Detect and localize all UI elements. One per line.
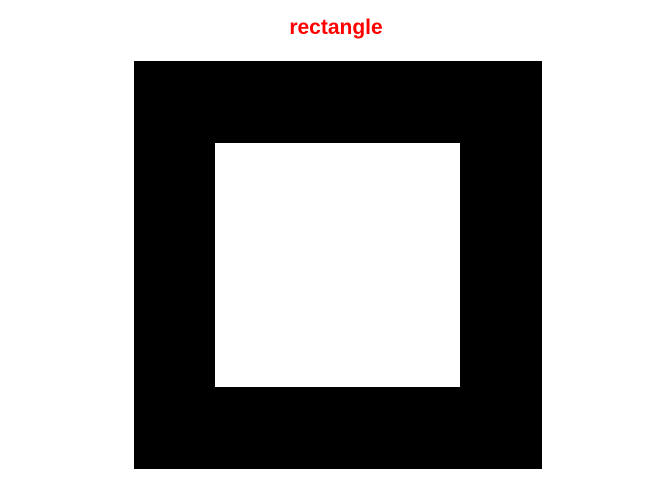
inner-rectangle bbox=[215, 143, 460, 387]
figure-title: rectangle bbox=[289, 16, 383, 39]
